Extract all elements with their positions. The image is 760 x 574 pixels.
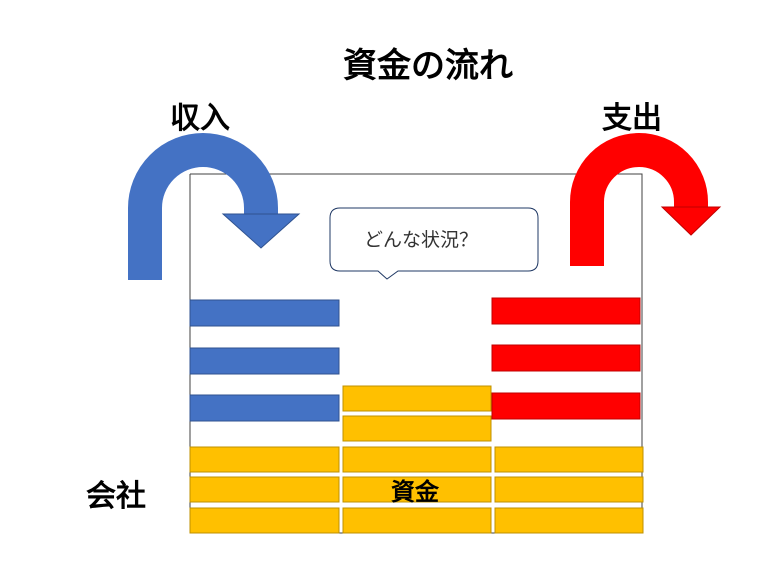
diagram-title: 資金の流れ [343,46,513,86]
funds-bar [189,507,340,534]
expense-arrow [570,133,722,266]
expense-bar [491,392,641,420]
funds-bar [494,507,644,534]
expense-label: 支出 [602,101,662,136]
funds-bar [342,446,492,473]
company-label: 会社 [86,479,146,514]
income-label: 収入 [170,101,230,136]
expense-bar [491,344,641,372]
income-bar [189,299,340,327]
income-bar [189,394,340,422]
income-arrow [128,133,301,280]
funds-bars [189,385,644,534]
funds-bar [342,476,492,503]
funds-bar [189,476,340,503]
funds-label: 資金 [391,478,440,506]
funds-bar [494,476,644,503]
funds-bar [494,446,644,473]
income-bar [189,347,340,375]
funds-bar [342,507,492,534]
expense-bar [491,297,641,325]
funds-bar [342,415,492,442]
funds-bar [342,385,492,412]
expense-bars [491,297,641,420]
income-bars [189,299,340,422]
funds-bar [189,446,340,473]
speech-bubble-text: どんな状況？ [364,229,478,251]
speech-bubble [329,207,539,280]
